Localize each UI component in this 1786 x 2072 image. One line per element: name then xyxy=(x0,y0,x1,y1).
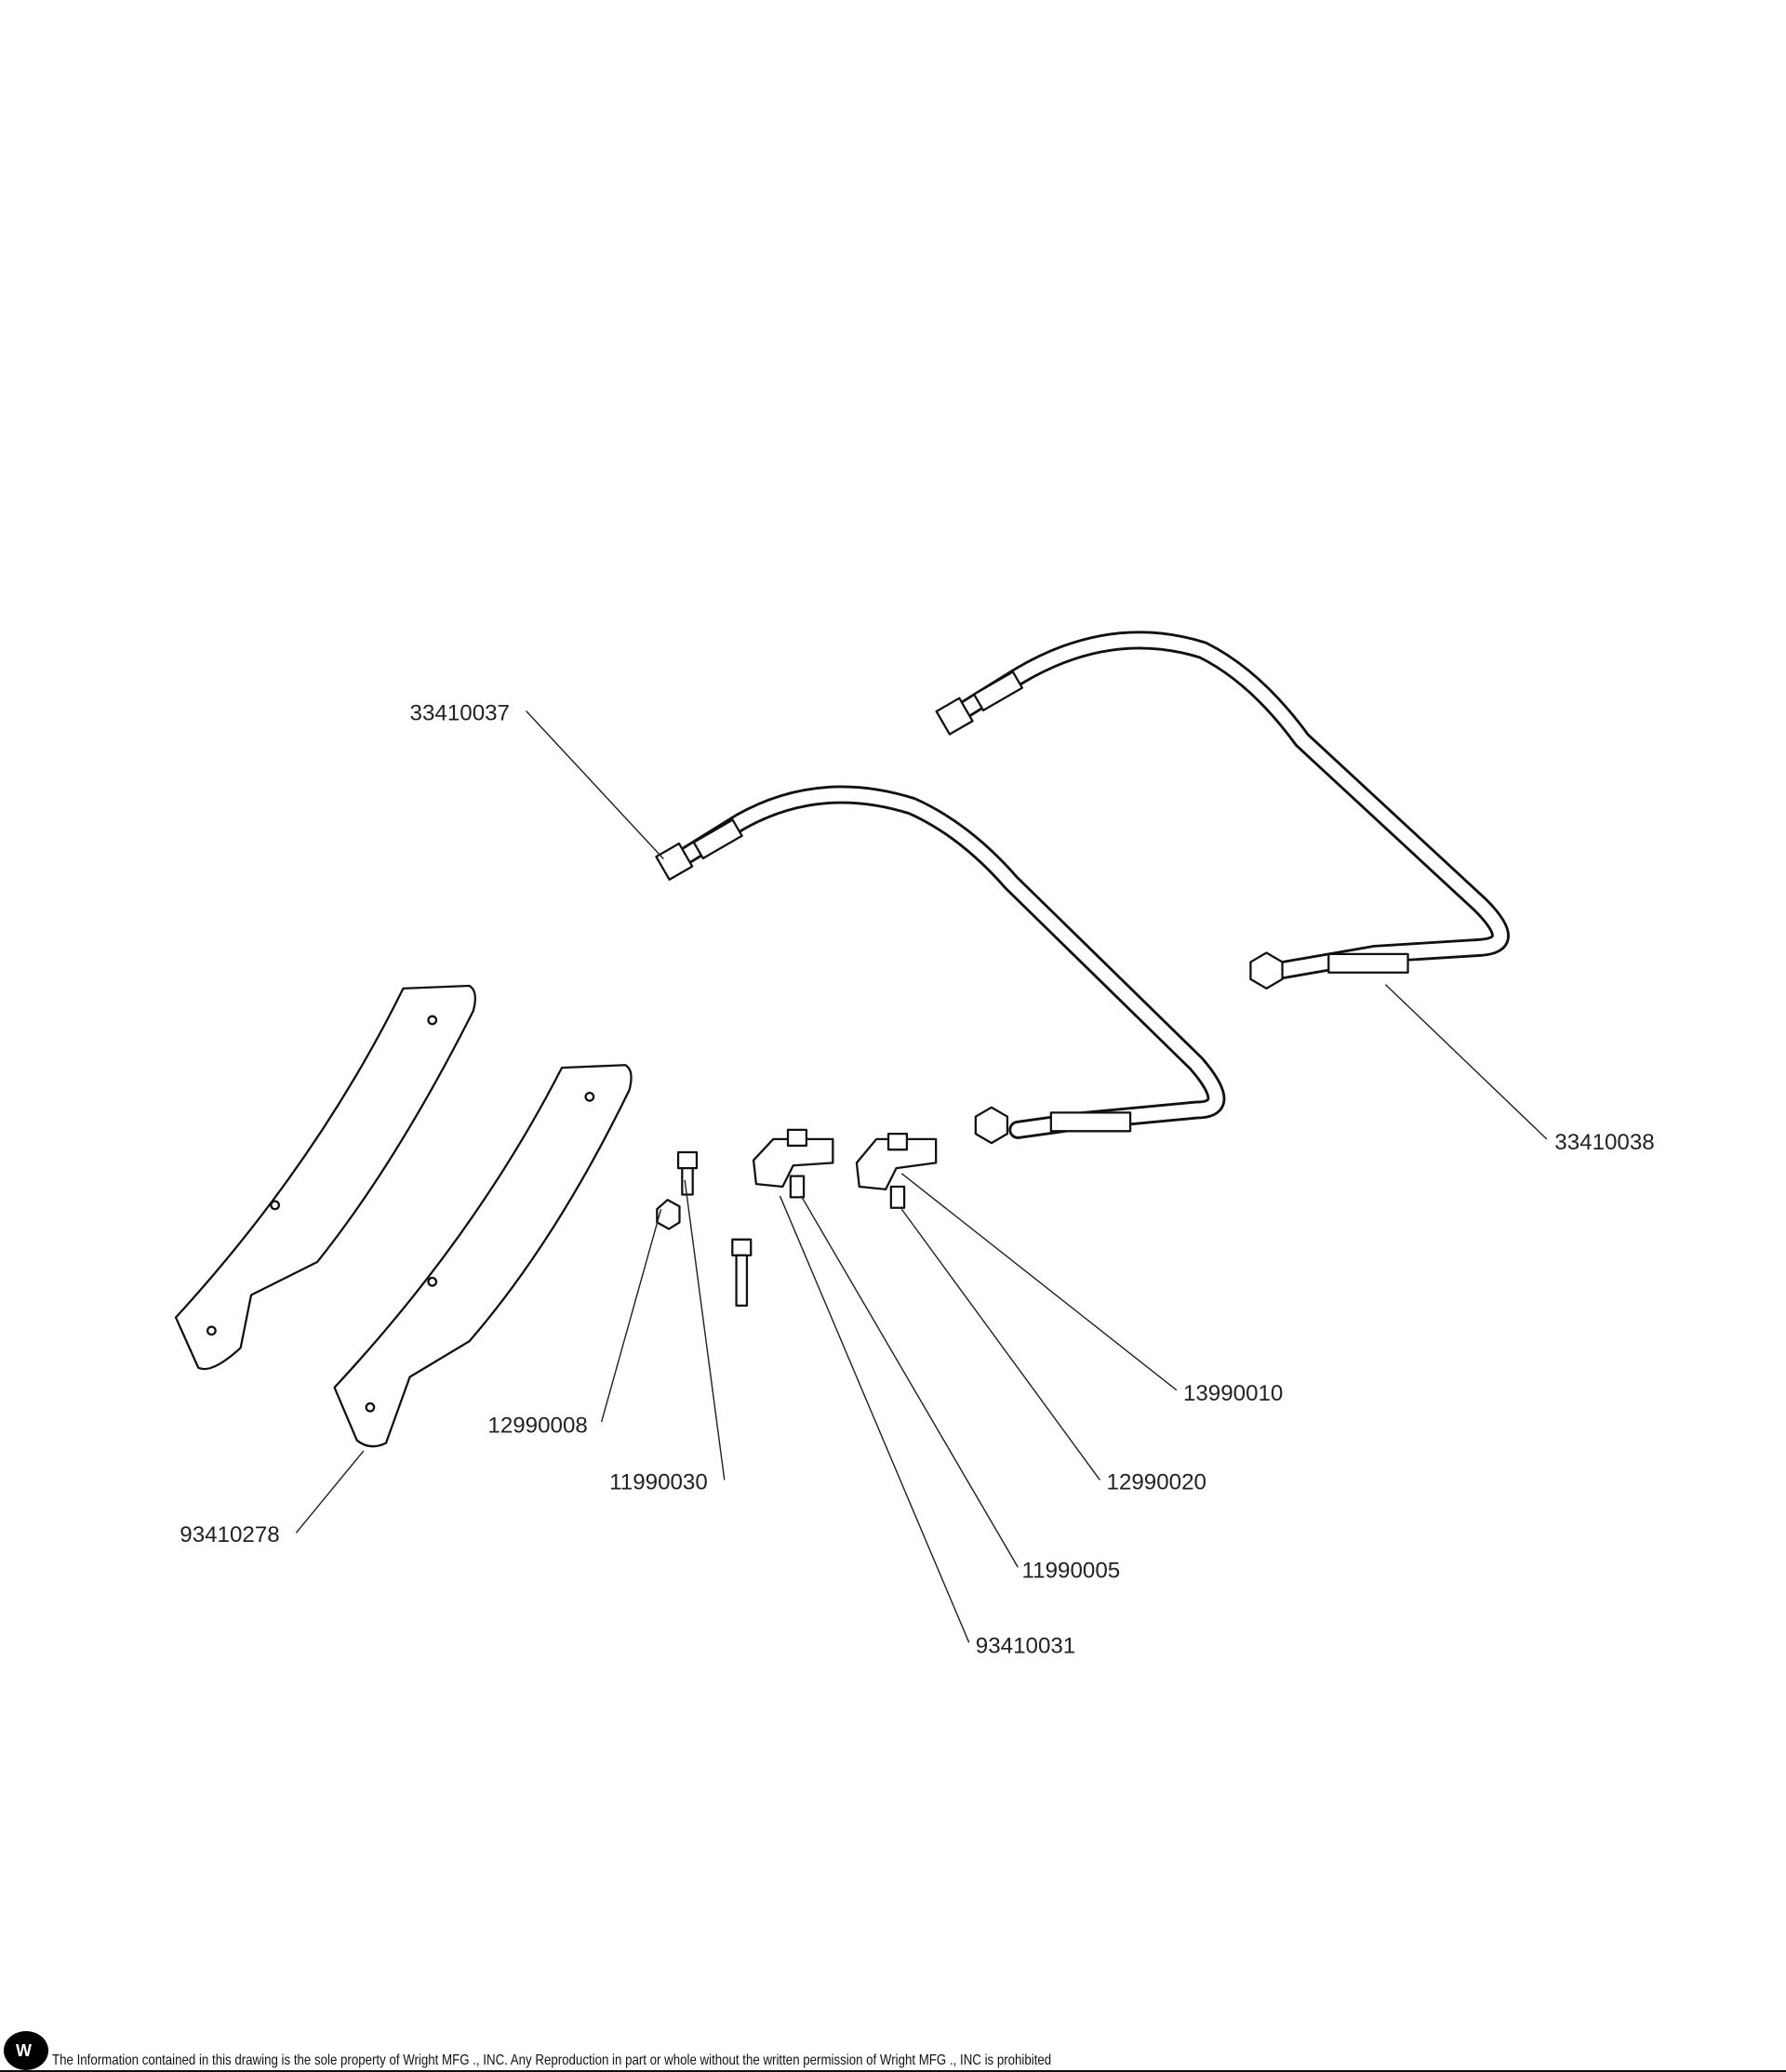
hardware xyxy=(656,1128,938,1308)
footer-divider xyxy=(0,2070,1786,2072)
label-13990010: 13990010 xyxy=(1183,1381,1283,1406)
label-93410278: 93410278 xyxy=(180,1522,279,1547)
logo-text: W xyxy=(16,2041,32,2060)
hose-33410037 xyxy=(655,785,1226,1145)
hose-33410038 xyxy=(935,631,1510,990)
label-12990008: 12990008 xyxy=(487,1413,587,1438)
plate-rear xyxy=(174,984,476,1371)
footer: W The Information contained in this draw… xyxy=(0,2027,1786,2072)
label-33410037: 33410037 xyxy=(410,700,510,725)
part-labels: 33410037 33410038 13990010 12990020 1199… xyxy=(180,700,1654,1658)
wright-logo: W xyxy=(4,2031,48,2070)
leader-lines xyxy=(295,710,1548,1643)
label-11990030: 11990030 xyxy=(609,1469,708,1494)
plate-front xyxy=(333,1064,633,1448)
label-11990005: 11990005 xyxy=(1022,1559,1121,1584)
label-33410038: 33410038 xyxy=(1554,1130,1654,1155)
copyright-notice: The Information contained in this drawin… xyxy=(52,2052,1052,2068)
label-12990020: 12990020 xyxy=(1107,1469,1206,1494)
label-93410031: 93410031 xyxy=(976,1634,1075,1659)
plate-holes xyxy=(206,1015,595,1413)
